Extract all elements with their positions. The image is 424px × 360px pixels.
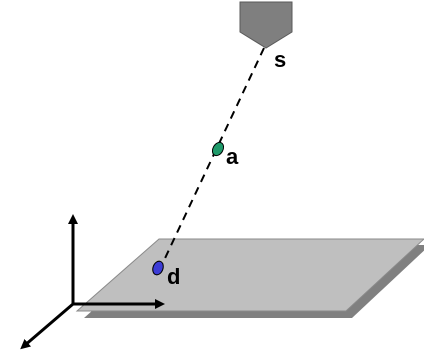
point-d-marker bbox=[152, 260, 164, 276]
detector-plane bbox=[75, 238, 424, 312]
point-a-marker bbox=[211, 141, 225, 157]
source-shape bbox=[239, 1, 293, 49]
label-source: s bbox=[274, 47, 286, 72]
axis-depth bbox=[20, 302, 74, 350]
label-point-d: d bbox=[167, 264, 180, 289]
projection-ray bbox=[158, 47, 265, 272]
label-point-a: a bbox=[226, 144, 239, 169]
